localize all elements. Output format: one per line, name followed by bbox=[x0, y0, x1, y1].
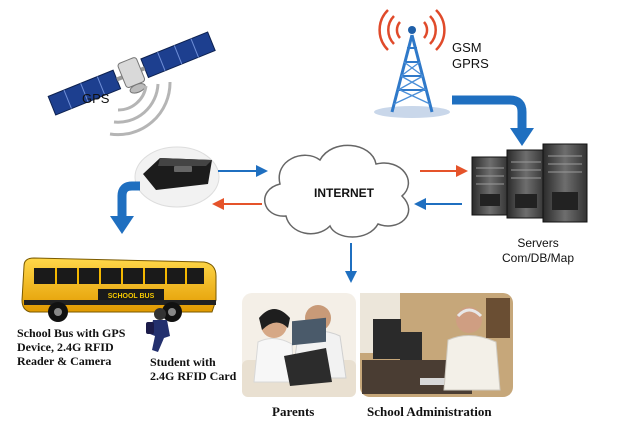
servers-label: Servers Com/DB/Map bbox=[502, 236, 574, 266]
gsm-label-line2: GPRS bbox=[452, 56, 489, 71]
bus-label-line1: School Bus with GPS bbox=[17, 326, 126, 340]
internet-label: INTERNET bbox=[314, 186, 374, 200]
gps-device-icon bbox=[134, 146, 220, 208]
bus-label: School Bus with GPS Device, 2.4G RFID Re… bbox=[17, 326, 125, 368]
servers-icon bbox=[471, 143, 588, 223]
gsm-tower-icon bbox=[374, 26, 450, 118]
student-label: Student with 2.4G RFID Card bbox=[150, 355, 236, 383]
student-label-line2: 2.4G RFID Card bbox=[150, 369, 237, 383]
satellite-icon bbox=[47, 31, 216, 116]
gsm-label: GSM GPRS bbox=[452, 40, 489, 72]
servers-label-line2: Com/DB/Map bbox=[502, 251, 575, 265]
bus-sign-text: SCHOOL BUS bbox=[108, 293, 155, 300]
administration-label: School Administration bbox=[367, 404, 492, 419]
gps-signal-waves bbox=[109, 81, 172, 137]
student-label-line1: Student with bbox=[150, 355, 216, 369]
gsm-signal-waves bbox=[378, 9, 446, 51]
internet-cloud-icon bbox=[263, 144, 410, 238]
school-bus-icon bbox=[21, 257, 217, 322]
parents-label: Parents bbox=[272, 404, 315, 419]
servers-label-line1: Servers bbox=[517, 236, 559, 250]
bus-label-line2: Device, 2.4G RFID bbox=[17, 340, 114, 354]
gps-label: GPS bbox=[82, 91, 110, 106]
bus-label-line3: Reader & Camera bbox=[17, 354, 112, 368]
device-to-bus-arrow bbox=[110, 181, 140, 234]
administration-photo bbox=[360, 293, 513, 397]
gsm-to-servers-arrow bbox=[452, 95, 534, 146]
gsm-label-line1: GSM bbox=[452, 40, 482, 55]
student-icon bbox=[146, 308, 170, 352]
parents-photo bbox=[242, 293, 356, 397]
